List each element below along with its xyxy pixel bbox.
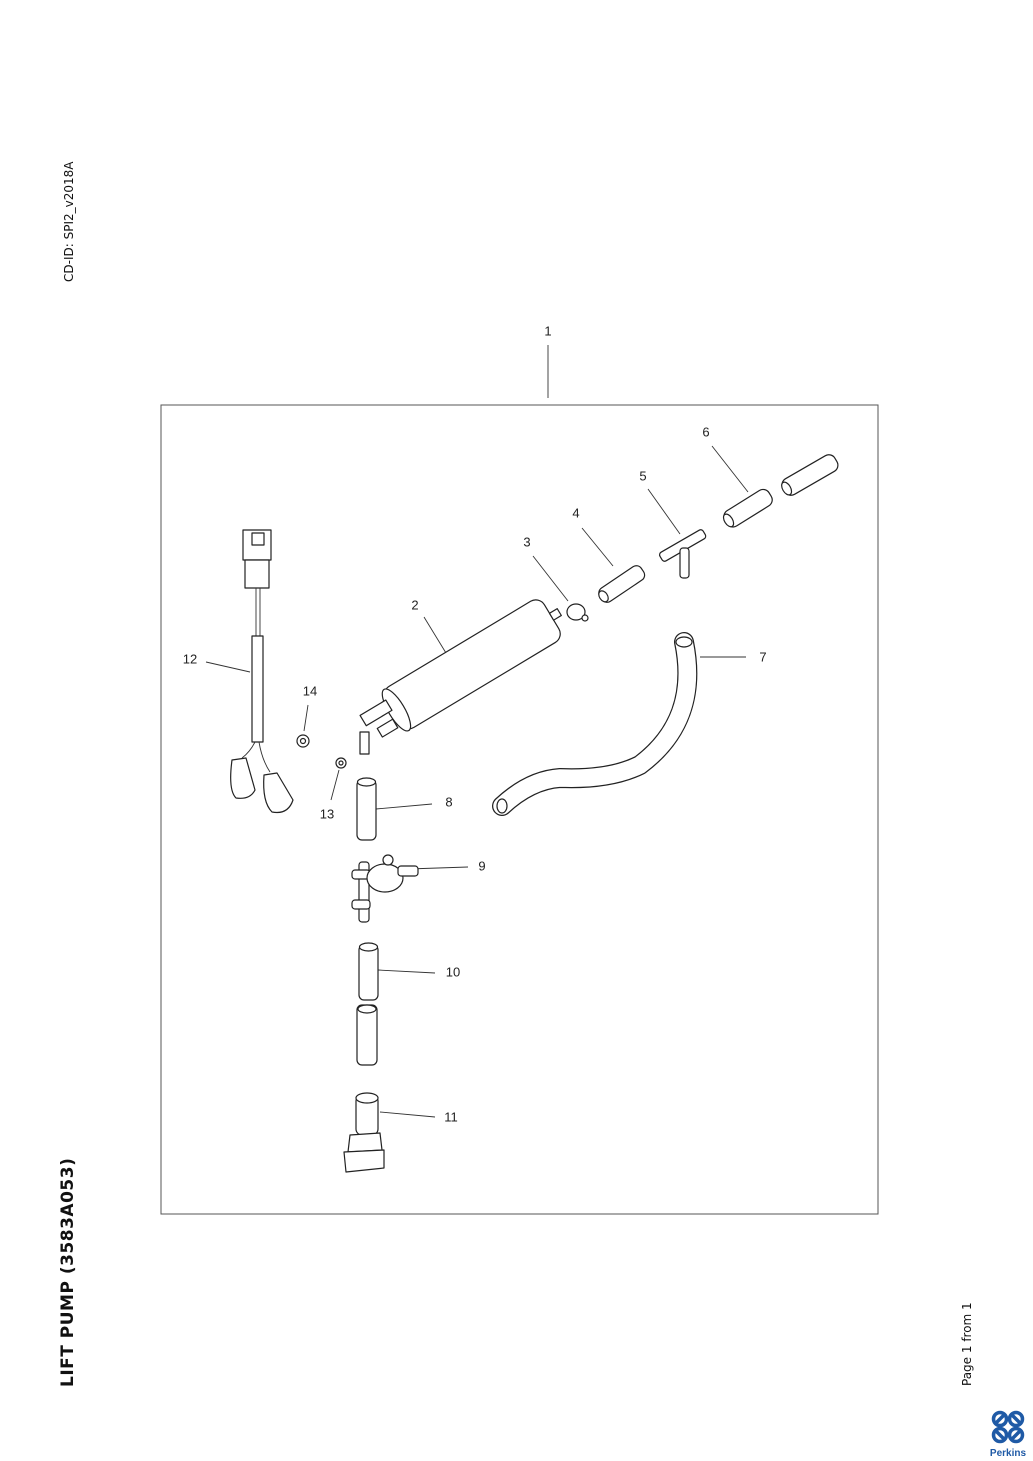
pump-outlet [359, 731, 370, 755]
part-2-fuel-pump [359, 599, 562, 738]
part-14-nut [296, 734, 310, 748]
callout-7: 7 [759, 649, 766, 664]
callout-6: 6 [702, 424, 709, 439]
callout-4: 4 [572, 505, 579, 520]
callout-1: 1 [544, 323, 551, 338]
part-8-hose [356, 777, 377, 841]
part-9-valve [351, 854, 419, 923]
callout-13: 13 [320, 806, 334, 821]
part-12-wiring-harness [230, 529, 294, 814]
callout-5: 5 [639, 468, 646, 483]
callout-14: 14 [303, 683, 317, 698]
callout-8: 8 [445, 794, 452, 809]
part-13-nut [335, 757, 347, 769]
callout-11: 11 [444, 1109, 458, 1124]
assembly-frame [160, 404, 879, 1215]
perkins-clover-icon [991, 1410, 1025, 1444]
part-7-fuel-hose [492, 632, 698, 816]
leader-lines [205, 345, 749, 1118]
part-10-hoses [356, 942, 379, 1066]
part-3-hose-clamp [566, 603, 589, 622]
callout-2: 2 [411, 597, 418, 612]
part-11-fitting [343, 1092, 385, 1173]
part-6-hoses [722, 454, 839, 528]
logo-text: Perkins [989, 1448, 1027, 1459]
part-5-t-connector [658, 529, 707, 579]
callout-3: 3 [523, 534, 530, 549]
callout-labels: 1 2 3 4 5 6 7 8 9 10 11 12 13 14 [183, 323, 767, 1124]
perkins-logo: Perkins [986, 1410, 1030, 1459]
callout-9: 9 [478, 858, 485, 873]
part-4-hose [598, 565, 646, 603]
callout-12: 12 [183, 651, 197, 666]
callout-10: 10 [446, 964, 460, 979]
